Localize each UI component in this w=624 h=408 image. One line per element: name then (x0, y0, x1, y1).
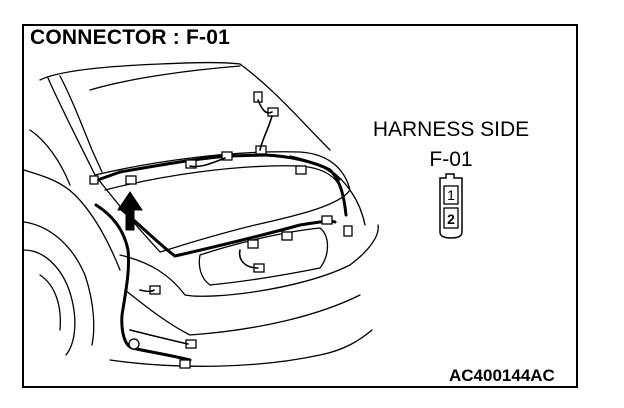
harness-side-run (94, 203, 134, 350)
bumper-lower (124, 289, 361, 336)
connector-d (221, 151, 233, 161)
diagram-frame (22, 24, 578, 388)
c-pillar-outline (47, 77, 96, 176)
connector-l (321, 215, 333, 225)
body-side-outline (23, 169, 121, 271)
rear-wheel (23, 249, 76, 356)
connector-n (149, 285, 161, 295)
wheel-inner (39, 274, 61, 331)
branch-wire-4 (238, 249, 259, 269)
branch-wire-5 (129, 329, 189, 345)
rear-panel-outline (119, 224, 379, 297)
body-shoulder-line (29, 129, 71, 186)
rear-window-outline (39, 61, 331, 151)
branch-wire-3 (189, 157, 226, 168)
connector-f01 (125, 175, 137, 185)
branch-wire-6 (139, 289, 155, 293)
harness-trunk-run (118, 206, 337, 258)
harness-connector-id: F-01 (429, 148, 473, 171)
connector-m (343, 225, 353, 237)
bumper-bottom (109, 329, 373, 367)
pin-1-label: 1 (447, 187, 455, 203)
connector-b (89, 175, 99, 185)
wheel-arch (23, 221, 95, 346)
harness-main-run (90, 153, 348, 217)
branch-wire-1 (257, 99, 273, 114)
pin-1-cell (443, 185, 459, 205)
harness-connector-symbol: 1 2 (439, 173, 463, 239)
grommet (128, 338, 140, 350)
harness-bumper-run (130, 346, 192, 362)
harness-side-text: HARNESS SIDE (372, 118, 530, 141)
figure-code: AC400144AC (449, 366, 555, 385)
connector-title: CONNECTOR : F-01 (30, 26, 230, 49)
trunk-lid-edge (104, 165, 343, 193)
pin-2-cell (443, 207, 459, 229)
connector-p (179, 359, 191, 369)
connector-f (295, 165, 307, 175)
pin-2-label: 2 (447, 211, 455, 227)
location-arrow (117, 191, 143, 231)
branch-wire-2 (259, 115, 273, 151)
connector-i (247, 239, 259, 249)
window-inner-line (59, 75, 103, 173)
roof-line (89, 65, 241, 91)
license-plate-recess (198, 227, 329, 286)
harness-side-label: HARNESS SIDE F-01 (356, 115, 546, 175)
connector-c (185, 159, 197, 169)
connector-j (281, 231, 293, 241)
